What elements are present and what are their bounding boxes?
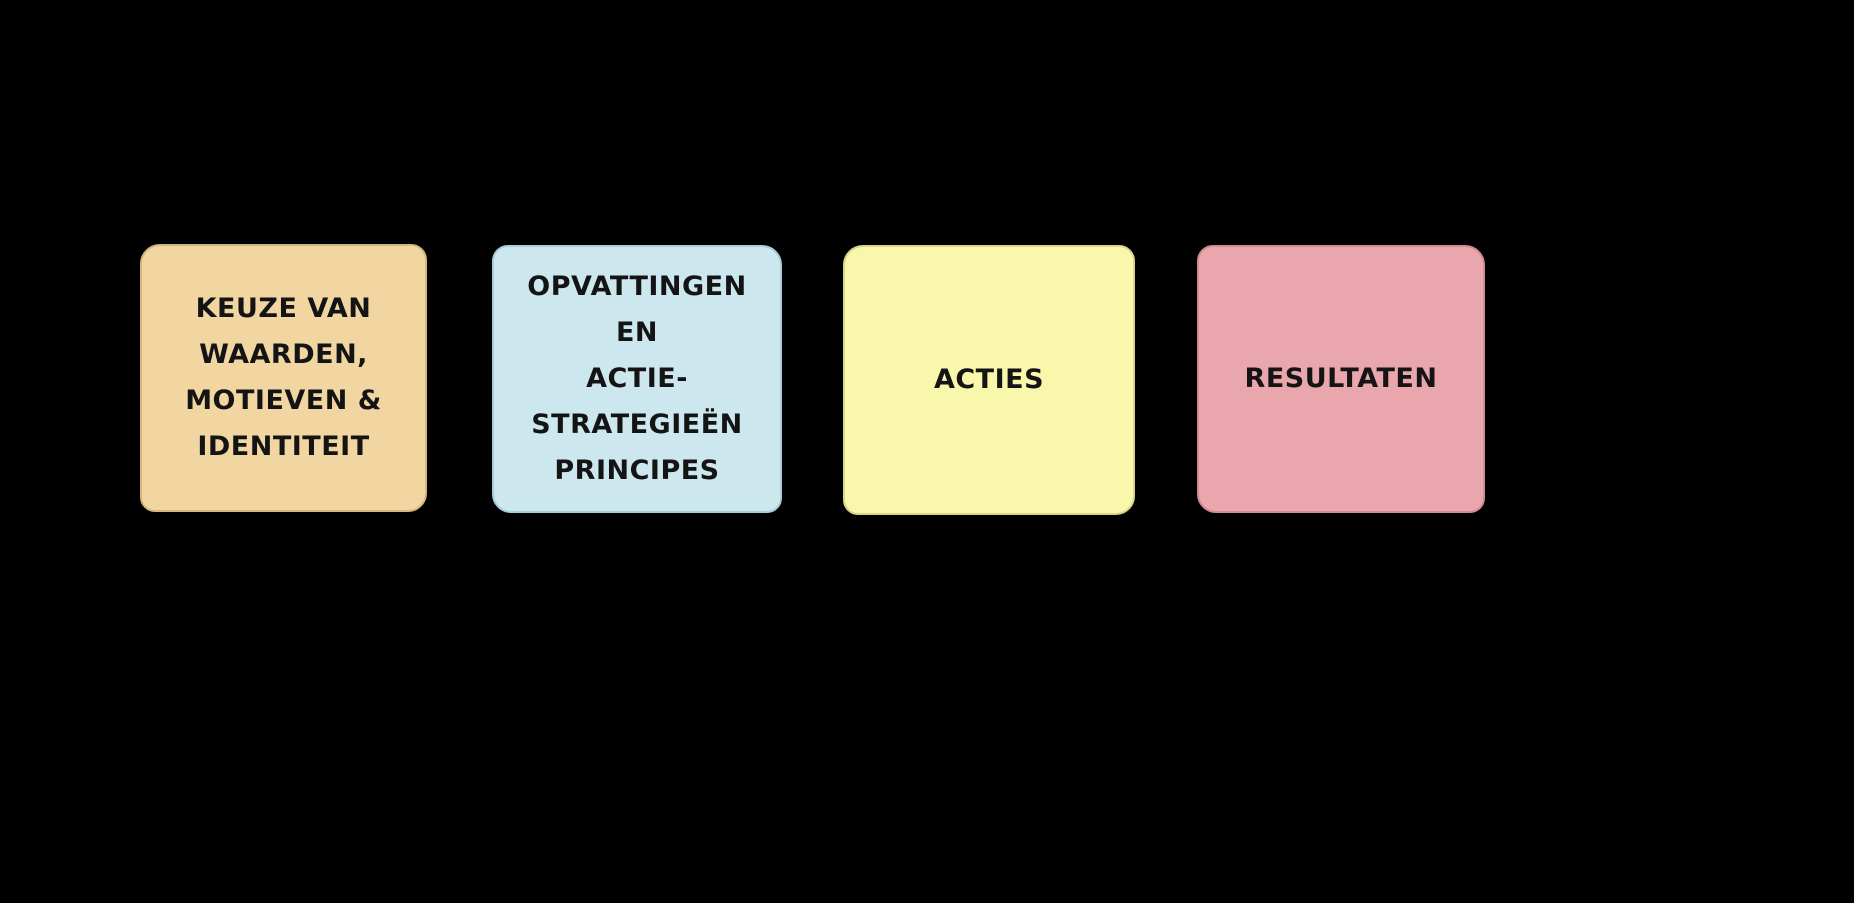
note-label: RESULTATEN — [1244, 363, 1438, 394]
note-label: KEUZE VAN WAARDEN, MOTIEVEN & IDENTITEIT — [185, 293, 382, 462]
note-label: OPVATTINGEN EN ACTIE- STRATEGIEËN PRINCI… — [527, 271, 747, 486]
note-resultaten[interactable]: RESULTATEN — [1197, 245, 1485, 513]
note-opvattingen-en-actie-strategieen[interactable]: OPVATTINGEN EN ACTIE- STRATEGIEËN PRINCI… — [492, 245, 782, 513]
note-acties[interactable]: ACTIES — [843, 245, 1135, 515]
note-label: ACTIES — [933, 364, 1045, 395]
note-keuze-van-waarden[interactable]: KEUZE VAN WAARDEN, MOTIEVEN & IDENTITEIT — [140, 244, 427, 512]
